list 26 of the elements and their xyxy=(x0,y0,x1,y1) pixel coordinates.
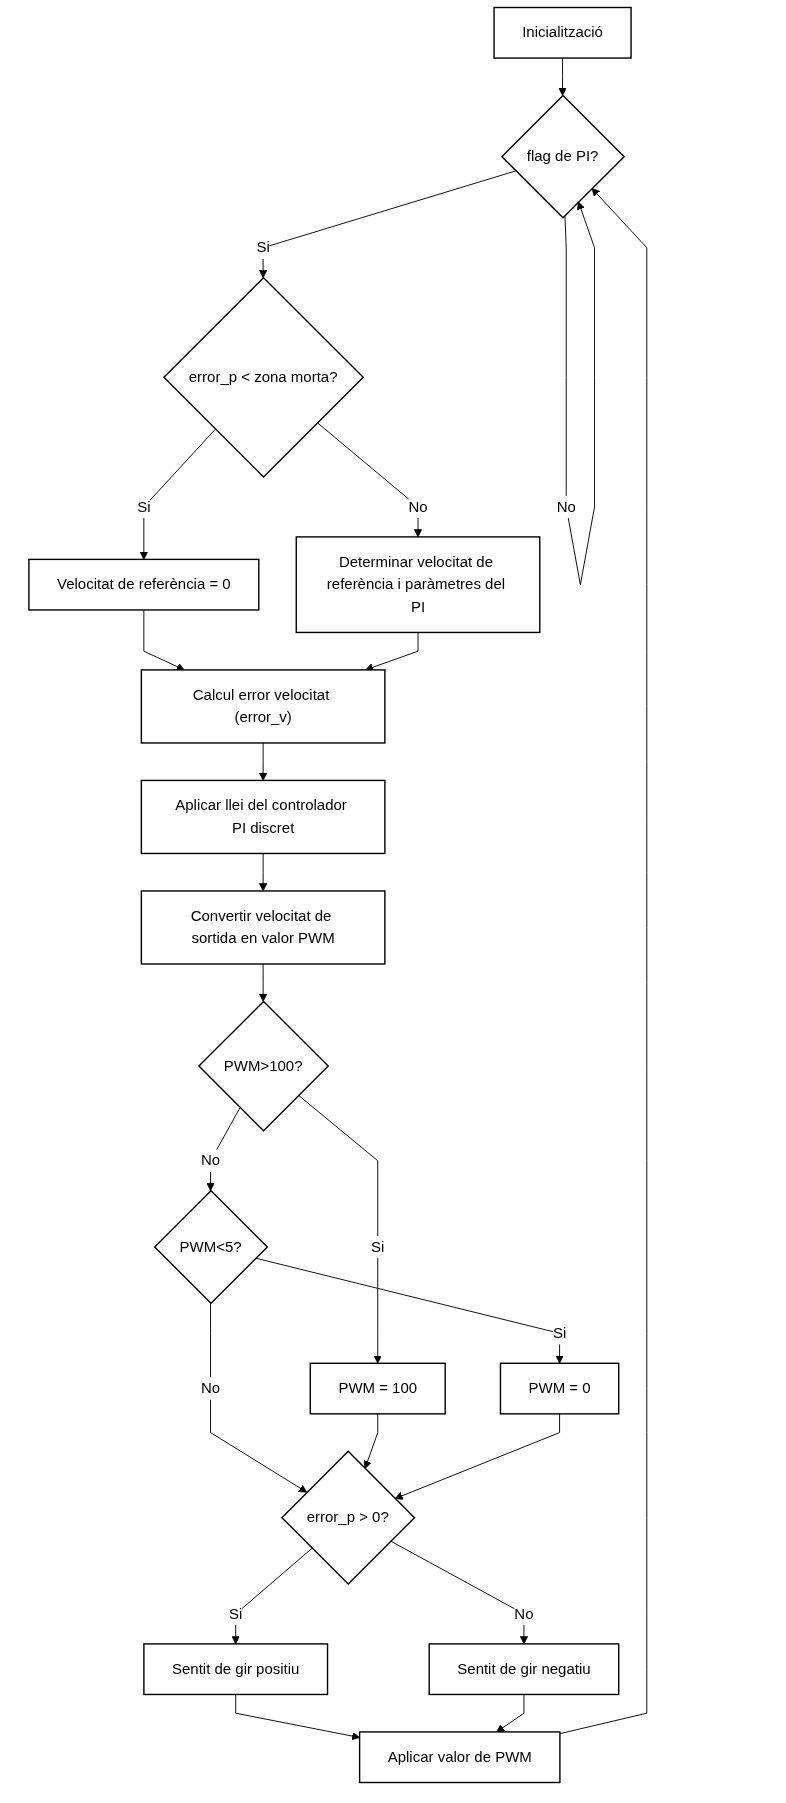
node-box: Sentit de gir negatiu xyxy=(428,1643,620,1696)
node-diamond: error_p > 0? xyxy=(280,1450,416,1585)
edge-label: No xyxy=(200,1380,221,1397)
node-diamond: PWM>100? xyxy=(197,1000,330,1132)
node-box: Sentit de gir positiu xyxy=(143,1643,329,1696)
edge-label: No xyxy=(514,1605,534,1622)
node-box: Aplicar valor de PWM xyxy=(358,1731,561,1784)
node-diamond: flag de PI? xyxy=(500,94,626,219)
edge-label: Si xyxy=(552,1324,567,1341)
node-box: Inicialització xyxy=(493,6,632,59)
edge-label: Si xyxy=(256,239,270,256)
edge-label: No xyxy=(200,1152,221,1169)
node-box: Velocitat de referència = 0 xyxy=(28,558,260,611)
node-box: Convertir velocitat de sortida en valor PWM xyxy=(140,890,386,965)
node-box: PWM = 0 xyxy=(499,1362,620,1415)
edge-label: Si xyxy=(137,498,151,515)
node-diamond: PWM<5? xyxy=(153,1189,269,1305)
edge-label: Si xyxy=(229,1605,243,1622)
edge-label: No xyxy=(556,498,576,515)
node-box: Determinar velocitat de referència i paràmetres del PI xyxy=(295,536,541,634)
node-box: PWM = 100 xyxy=(309,1362,446,1415)
node-box: Calcul error velocitat (error_v) xyxy=(140,669,386,744)
node-box: Aplicar llei del controlador PI discret xyxy=(140,779,386,855)
node-diamond: error_p < zona morta? xyxy=(162,276,365,478)
edge-label: No xyxy=(408,498,428,515)
edge-label: Si xyxy=(371,1238,385,1255)
